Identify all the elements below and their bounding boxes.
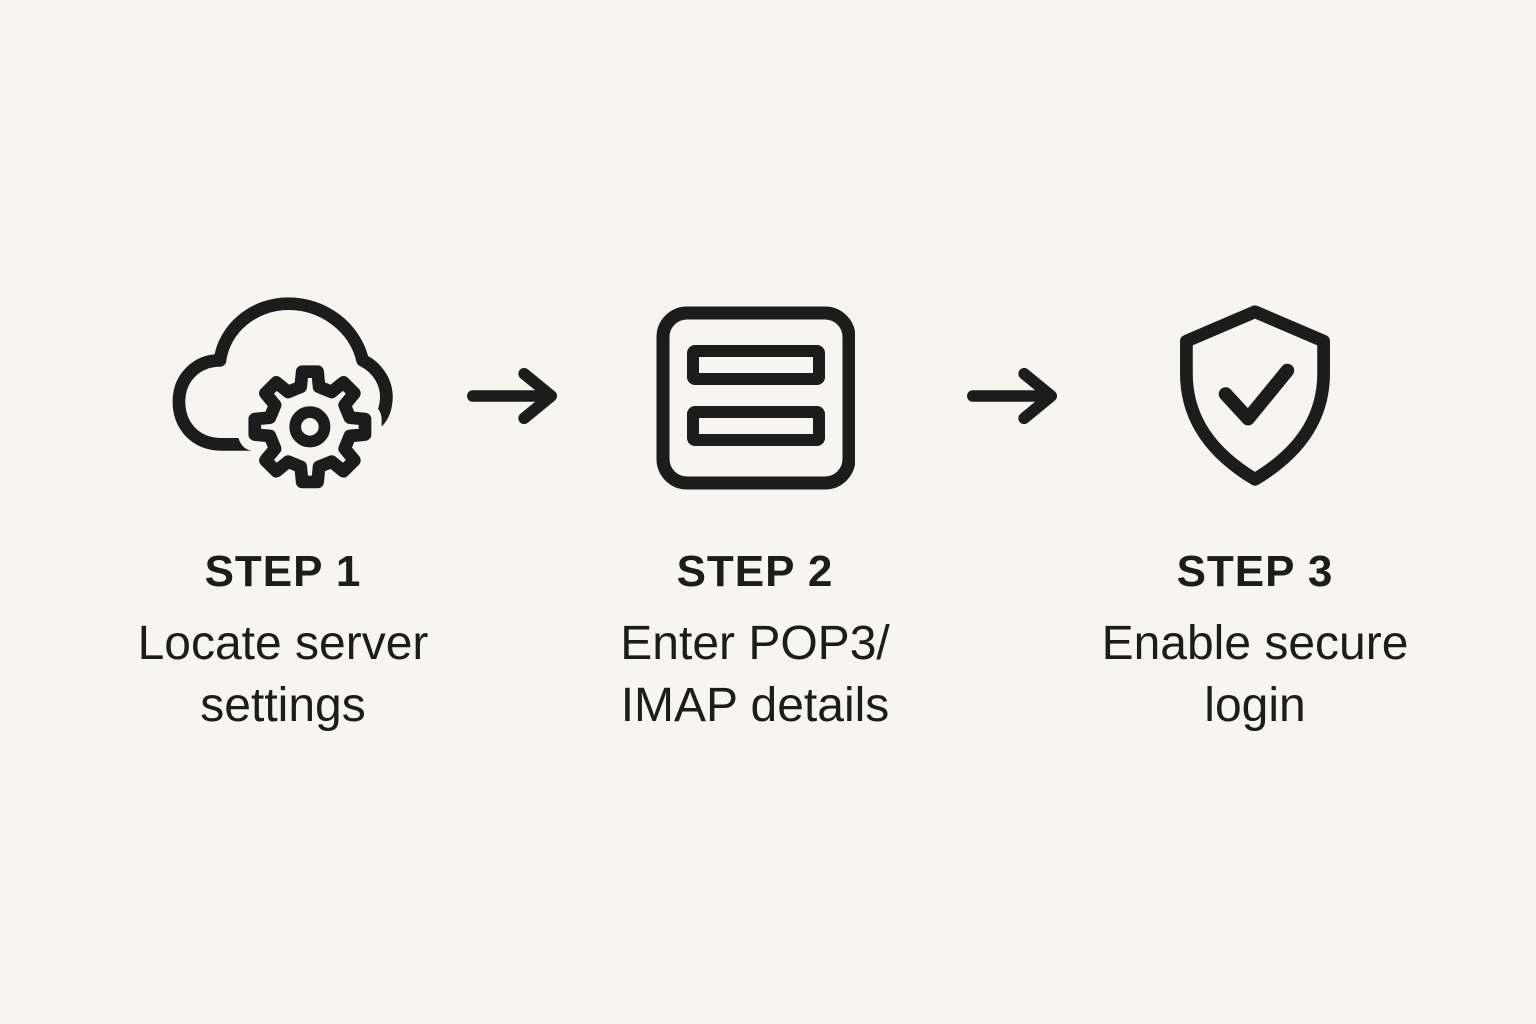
step-1-caption-line1: Locate server <box>137 617 429 670</box>
step-3-caption-line1: Enable secure <box>1101 617 1409 670</box>
server-fields-icon <box>656 306 855 490</box>
step-3-column: STEP 3 Enable secure login <box>1085 290 1425 737</box>
step-1-label: STEP 1 <box>204 547 362 596</box>
step-2-icon-box <box>655 290 855 505</box>
step-1-caption: Locate server settings <box>138 613 429 737</box>
step-2-label: STEP 2 <box>676 547 834 596</box>
right-arrow-icon <box>467 367 558 425</box>
step-3-caption: Enable secure login <box>1102 613 1409 737</box>
step-2-caption-line2: IMAP details <box>620 679 890 732</box>
arrow-step1-to-step2 <box>465 366 562 426</box>
step-3-caption-line2: login <box>1204 679 1306 732</box>
step-1-column: STEP 1 Locate server settings <box>113 290 453 737</box>
arrow-step2-to-step3 <box>965 366 1062 426</box>
step-2-column: STEP 2 Enter POP3/ IMAP details <box>585 290 925 737</box>
step-2-caption: Enter POP3/ IMAP details <box>620 613 889 737</box>
step-1-caption-line2: settings <box>200 679 366 732</box>
cloud-gear-icon <box>172 297 393 499</box>
step-2-caption-line1: Enter POP3/ <box>620 617 890 670</box>
step-3-label: STEP 3 <box>1176 547 1334 596</box>
right-arrow-icon <box>967 367 1058 425</box>
step-3-icon-box <box>1170 290 1340 505</box>
step-1-icon-box <box>171 290 396 505</box>
shield-check-icon <box>1180 304 1330 486</box>
